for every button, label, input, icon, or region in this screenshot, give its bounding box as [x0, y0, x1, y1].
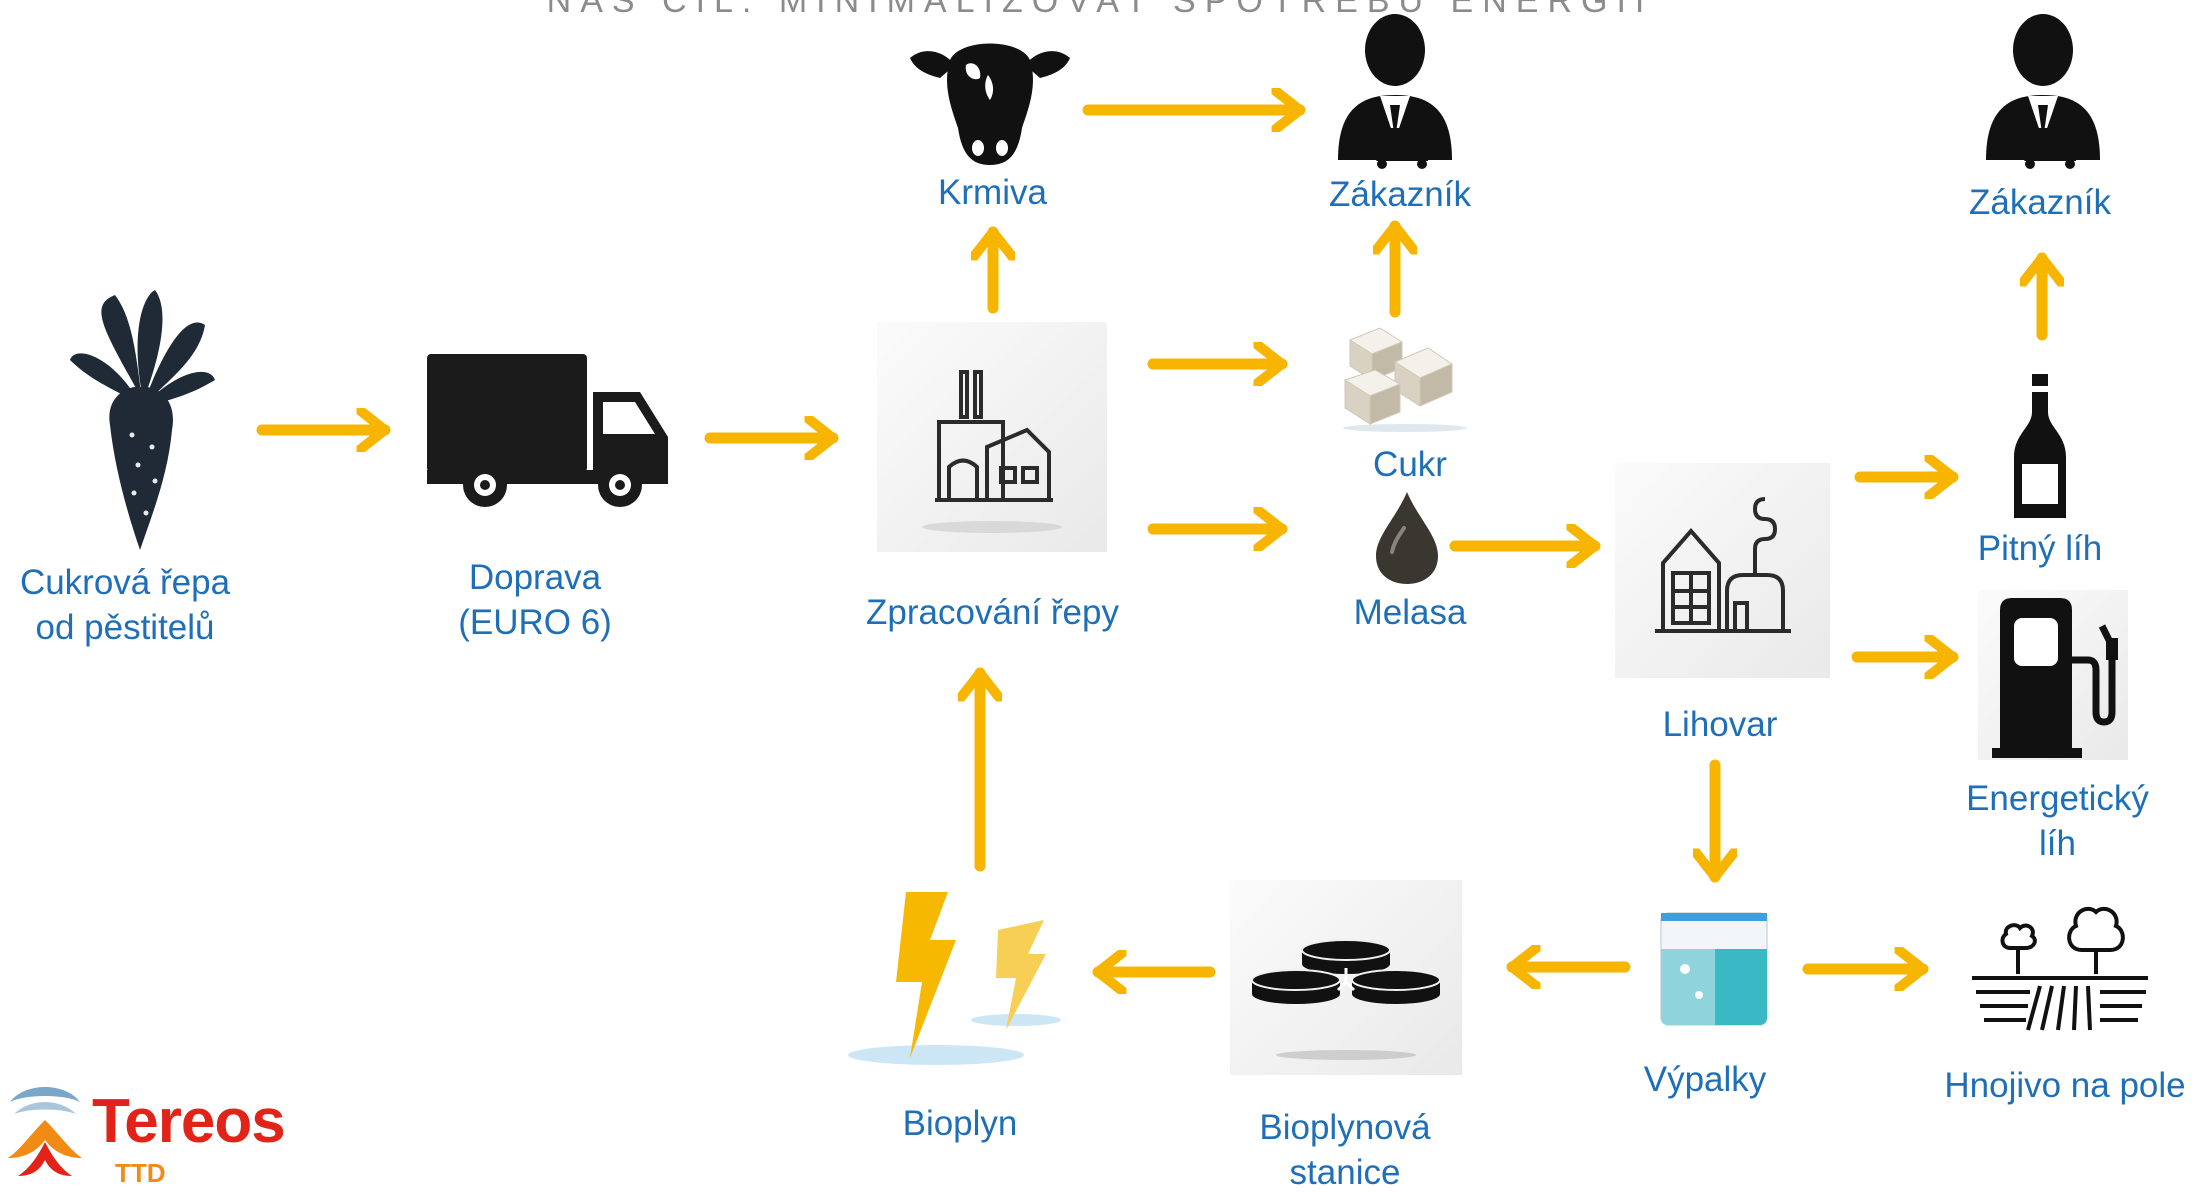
biogas-station-icon-box [1230, 880, 1462, 1075]
label-truck: Doprava (EURO 6) [420, 555, 650, 645]
label-customer1: Zákazník [1310, 172, 1490, 217]
label-energy-spirit-text: Energetický líh [1966, 779, 2149, 863]
cow-icon [900, 30, 1080, 170]
label-distillery: Lihovar [1625, 702, 1815, 747]
label-fertilizer-text: Hnojivo na pole [1944, 1066, 2186, 1105]
sugar-beet-icon [60, 285, 220, 555]
label-processing: Zpracování řepy [830, 590, 1155, 635]
beaker-icon [1655, 905, 1773, 1033]
label-truck-text: Doprava (EURO 6) [458, 558, 612, 642]
label-stillage-text: Výpalky [1643, 1060, 1767, 1099]
label-biogas-text: Bioplyn [902, 1104, 1018, 1143]
label-fertilizer: Hnojivo na pole [1935, 1063, 2195, 1108]
truck-icon [425, 352, 675, 507]
tereos-logo-wordmark: Tereos [92, 1087, 286, 1156]
label-sugar: Cukr [1330, 442, 1490, 487]
tereos-logo-icon [8, 1087, 82, 1176]
customer-cart-icon-2 [1978, 10, 2108, 170]
label-sugar-text: Cukr [1373, 445, 1447, 484]
tereos-logo: Tereos TTD [0, 1080, 300, 1190]
lightning-icon [848, 890, 1068, 1070]
label-biogas-station-text: Bioplynová stanice [1259, 1108, 1431, 1192]
label-processing-text: Zpracování řepy [866, 593, 1119, 632]
label-molasses: Melasa [1320, 590, 1500, 635]
label-biogas-station: Bioplynová stanice [1230, 1105, 1460, 1195]
label-feed: Krmiva [900, 170, 1085, 215]
page-banner: NÁŠ CÍL: MINIMALIZOVAT SPOTŘEBU ENERGIÍ [546, 0, 1654, 20]
label-customer1-text: Zákazník [1329, 175, 1471, 214]
distillery-icon-box [1615, 463, 1830, 678]
label-drinking-spirit: Pitný líh [1950, 526, 2130, 571]
customer-cart-icon [1330, 10, 1460, 170]
label-stillage: Výpalky [1610, 1057, 1800, 1102]
factory-icon-box [877, 322, 1107, 552]
label-beet: Cukrová řepa od pěstitelů [0, 560, 250, 650]
label-energy-spirit: Energetický líh [1950, 776, 2165, 866]
label-biogas: Bioplyn [870, 1101, 1050, 1146]
tereos-logo-subtitle: TTD [115, 1158, 166, 1188]
molasses-drop-icon [1370, 488, 1445, 588]
label-distillery-text: Lihovar [1662, 705, 1778, 744]
label-molasses-text: Melasa [1353, 593, 1467, 632]
label-feed-text: Krmiva [938, 173, 1047, 212]
sugar-cubes-icon [1340, 320, 1470, 435]
field-tree-icon [1970, 890, 2150, 1040]
fuel-pump-icon-box [1978, 590, 2128, 760]
bottle-icon [2010, 372, 2070, 522]
label-customer2: Zákazník [1950, 180, 2130, 225]
label-customer2-text: Zákazník [1969, 183, 2111, 222]
label-drinking-spirit-text: Pitný líh [1977, 529, 2103, 568]
label-beet-text: Cukrová řepa od pěstitelů [19, 563, 231, 647]
